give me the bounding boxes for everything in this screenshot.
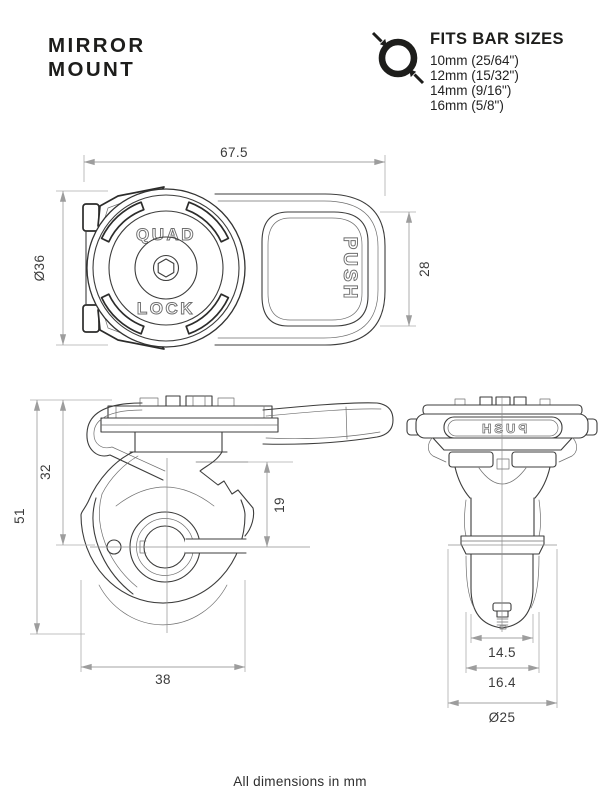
side-view-drawing: PUSH xyxy=(406,396,598,632)
dim-side-foot-width: 14.5 xyxy=(488,645,516,660)
dim-top-overall-width: 67.5 xyxy=(220,145,248,160)
page-title-line1: MIRROR xyxy=(48,34,146,57)
side-view-dimensions: 14.5 16.4 Ø25 xyxy=(447,549,558,725)
bar-size-item: 10mm (25/64") xyxy=(430,53,519,68)
bar-size-item: 14mm (9/16") xyxy=(430,83,512,98)
dim-front-head-to-center: 19 xyxy=(272,497,287,513)
bar-sizes-heading: FITS BAR SIZES xyxy=(430,30,564,48)
page-title: MIRROR MOUNT xyxy=(48,34,146,82)
quad-label: QUAD xyxy=(136,225,196,244)
front-view-dimensions: 51 32 19 38 xyxy=(12,399,293,687)
fits-bar-sizes-panel: FITS BAR SIZES 10mm (25/64") 12mm (15/32… xyxy=(367,26,564,113)
page-title-line2: MOUNT xyxy=(48,58,136,81)
bar-size-item: 16mm (5/8") xyxy=(430,98,504,113)
top-view-dimensions: 67.5 Ø36 28 xyxy=(32,145,432,346)
push-label-top-view: PUSH xyxy=(339,237,360,302)
front-view-drawing xyxy=(80,395,394,633)
dim-front-total-height: 51 xyxy=(12,508,27,524)
bar-size-item: 12mm (15/32") xyxy=(430,68,519,83)
dim-side-body-width: 16.4 xyxy=(488,675,516,690)
dim-side-clamp-diameter: Ø25 xyxy=(489,710,516,725)
lock-label: LOCK xyxy=(137,299,195,318)
dim-front-upper-height: 32 xyxy=(38,464,53,480)
push-label-side-view-mirrored: PUSH xyxy=(479,421,527,436)
dimensions-note: All dimensions in mm xyxy=(233,774,367,789)
dim-top-lever-height: 28 xyxy=(417,261,432,277)
top-view-drawing: PUSH QUAD LOCK xyxy=(82,186,386,350)
bar-diameter-icon xyxy=(371,31,425,85)
dim-front-body-width: 38 xyxy=(155,672,171,687)
dim-top-head-diameter: Ø36 xyxy=(32,255,47,282)
bar-sizes-list: 10mm (25/64") 12mm (15/32") 14mm (9/16")… xyxy=(430,53,600,113)
